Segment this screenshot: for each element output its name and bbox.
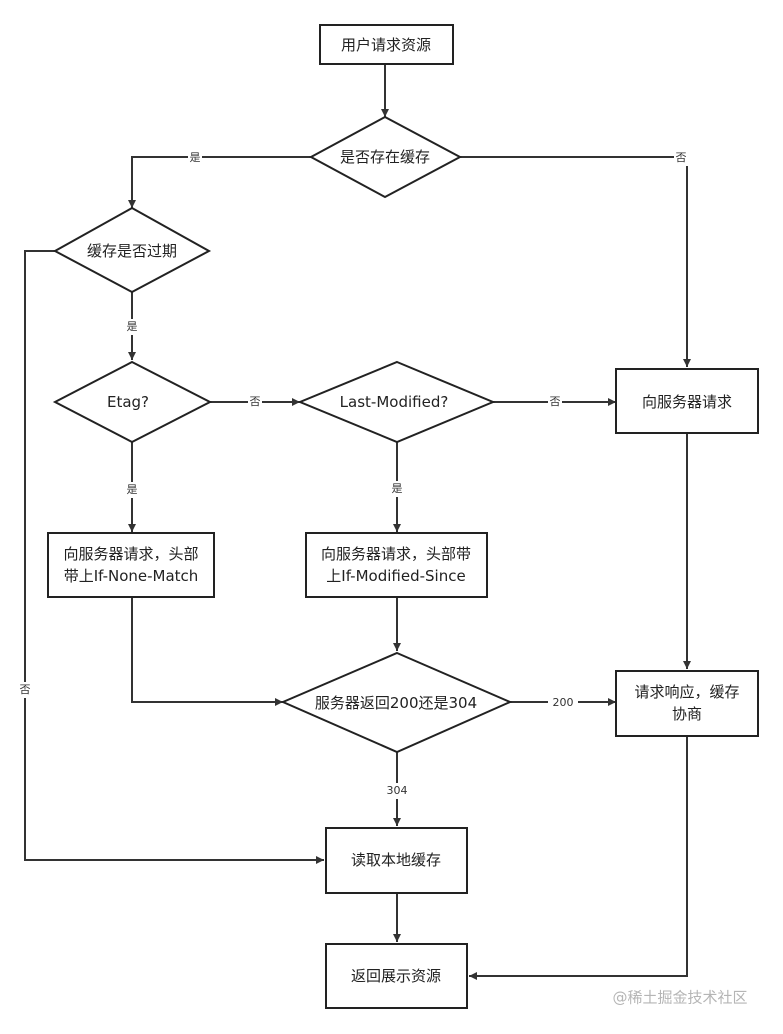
text-response-cache: 请求响应，缓存协商	[634, 683, 739, 723]
node-text-line: 向服务器请求，头部	[63, 545, 198, 563]
node-server-return	[280, 651, 513, 754]
node-return-display	[325, 943, 468, 1009]
label-expired-yes: 是	[125, 319, 139, 335]
text-server-request: 向服务器请求	[642, 393, 732, 411]
edge-label-text: 否	[250, 395, 261, 408]
edge-has-cache-no	[460, 156, 691, 367]
label-expired-no: 否	[18, 682, 32, 698]
edge-label-background	[674, 150, 688, 166]
node-text-line: 读取本地缓存	[351, 851, 441, 869]
label-return-304: 304	[382, 783, 412, 799]
node-text-line: 向服务器请求，头部带	[321, 545, 471, 563]
edge-label-text: 否	[20, 683, 31, 696]
text-request-if-none-match: 向服务器请求，头部带上If-None-Match	[63, 545, 198, 585]
watermark-text: @稀土掘金技术社区	[612, 989, 747, 1007]
label-last-modified-yes: 是	[390, 481, 404, 497]
node-start	[319, 24, 454, 65]
node-text-line: Last-Modified?	[340, 393, 449, 411]
edge-label-text: 否	[676, 151, 687, 164]
node-request-if-modified-since	[305, 532, 488, 598]
edge-label-background	[382, 783, 412, 799]
node-last-modified	[297, 360, 496, 444]
label-etag-no: 否	[248, 394, 262, 410]
node-text-line: 是否存在缓存	[340, 148, 430, 166]
node-server-request	[615, 368, 759, 434]
text-read-local-cache: 读取本地缓存	[351, 851, 441, 869]
edge-expired-no	[24, 250, 324, 864]
text-server-return: 服务器返回200还是304	[315, 694, 477, 712]
node-request-if-none-match	[47, 532, 215, 598]
edge-label-background	[390, 481, 404, 497]
edge-label-text: 是	[392, 482, 403, 495]
node-response-cache	[615, 670, 759, 737]
node-has-cache	[308, 115, 463, 199]
edge-labels: 是 否 是 否 否 是 否 是 200 304	[18, 150, 688, 799]
label-etag-yes: 是	[125, 482, 139, 498]
edge-label-text: 是	[127, 320, 138, 333]
node-read-local-cache	[325, 827, 468, 894]
text-request-if-modified-since: 向服务器请求，头部带上If-Modified-Since	[321, 545, 471, 585]
edge-response-to-return	[469, 736, 688, 980]
label-last-modified-no: 否	[548, 394, 562, 410]
node-text-line: 带上If-None-Match	[64, 567, 199, 585]
node-text-line: Etag?	[107, 393, 149, 411]
label-has-cache-yes: 是	[188, 150, 202, 166]
edge-label-text: 是	[190, 151, 201, 164]
edge-label-text: 304	[387, 784, 408, 797]
node-text-line: 协商	[672, 705, 702, 723]
edge-label-background	[548, 695, 578, 711]
node-text-line: 向服务器请求	[642, 393, 732, 411]
node-text-line: 用户请求资源	[341, 36, 431, 54]
node-text-line: 上If-Modified-Since	[326, 567, 465, 585]
edge-label-background	[18, 682, 32, 698]
edge-label-text: 200	[553, 696, 574, 709]
node-shapes	[47, 24, 759, 1009]
edge-label-background	[248, 394, 262, 410]
node-text-line: 缓存是否过期	[87, 242, 177, 260]
edge-has-cache-yes	[128, 156, 311, 208]
text-return-display: 返回展示资源	[351, 967, 441, 985]
node-texts: 用户请求资源 是否存在缓存 缓存是否过期 Etag? Last-Modified…	[63, 36, 739, 985]
text-etag: Etag?	[107, 393, 149, 411]
edge-if-none-match-to-return	[131, 597, 283, 706]
text-last-modified: Last-Modified?	[340, 393, 449, 411]
node-text-line: 返回展示资源	[351, 967, 441, 985]
node-expired	[52, 206, 212, 294]
edge-label-background	[548, 394, 562, 410]
node-text-line: 请求响应，缓存	[634, 683, 739, 701]
text-has-cache: 是否存在缓存	[340, 148, 430, 166]
node-text-line: 服务器返回200还是304	[315, 694, 477, 712]
edge-label-text: 是	[127, 483, 138, 496]
edge-label-background	[188, 150, 202, 166]
edge-label-background	[125, 482, 139, 498]
edge-label-text: 否	[550, 395, 561, 408]
label-has-cache-no: 否	[674, 150, 688, 166]
text-expired: 缓存是否过期	[87, 242, 177, 260]
node-etag	[52, 360, 213, 444]
edge-label-background	[125, 319, 139, 335]
text-start: 用户请求资源	[341, 36, 431, 54]
label-return-200: 200	[548, 695, 578, 711]
